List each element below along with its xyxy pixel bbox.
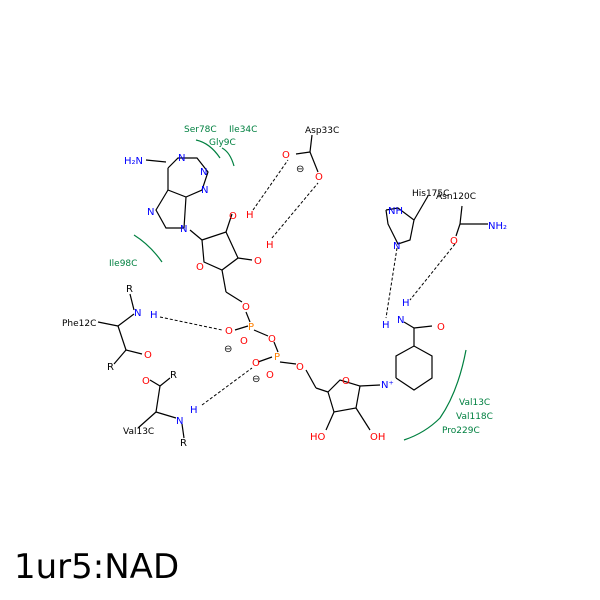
atom-o-pn-left: O (252, 358, 260, 369)
atom-o-asp-2: O (315, 172, 323, 183)
atom-o-ring-nicotinamide: O (342, 376, 350, 387)
atom-h-phe: H (150, 310, 158, 321)
atom-n-his: N (393, 241, 400, 252)
label-val13-right: Val13C (459, 398, 490, 408)
atom-o-pa-down: O (240, 336, 248, 347)
label-val13-left: Val13C (123, 427, 154, 437)
arc-ile34 (221, 147, 235, 167)
atom-h-amide-2: H (382, 320, 390, 331)
atom-charge-pn: ⊖ (252, 374, 260, 385)
atom-ho-3prime-n: HO (310, 432, 326, 443)
atom-h-amide-1: H (402, 298, 410, 309)
atom-n1: N (178, 153, 185, 164)
atom-o-5prime: O (242, 302, 250, 313)
atom-h-val: H (190, 405, 198, 416)
atom-p-a: P (248, 322, 254, 333)
atom-nh2-adenine: H₂N (124, 156, 143, 167)
atom-n7: N (147, 207, 154, 218)
atom-n-ring: N (201, 185, 208, 196)
label-ser78: Ser78C (184, 125, 217, 135)
hbond-val13-phosphate (201, 367, 253, 406)
label-asn120: Asn120C (436, 192, 476, 202)
label-gly9: Gly9C (209, 138, 236, 148)
atom-o-2prime: O (229, 211, 237, 222)
label-asp33: Asp33C (305, 126, 339, 136)
label-his175: His175C (412, 189, 449, 199)
hydrophobic-arcs (133, 139, 467, 441)
residue-labels: Ser78C Ile34C Gly9C Asp33C His175C Asn12… (62, 125, 493, 437)
hydrogen-bonds (159, 159, 456, 406)
atom-o-pn-right: O (296, 362, 304, 373)
atom-p-n: P (274, 352, 280, 363)
atom-o-ring-adenosine: O (196, 262, 204, 273)
arc-val-pro (403, 349, 467, 441)
hbond-his175-amide (385, 247, 398, 319)
atom-oh-2prime-n: OH (370, 432, 385, 443)
atom-o-val: O (142, 376, 150, 387)
atom-o-pn-down: O (266, 370, 274, 381)
atom-nplus-pyridinium: N⁺ (381, 380, 394, 391)
atom-charge-pa: ⊖ (224, 344, 232, 355)
bonds (97, 134, 488, 439)
atom-n-val: N (176, 416, 183, 427)
atom-nh-his: NH (388, 206, 403, 217)
atom-n9: N (180, 224, 187, 235)
atom-o-asn: O (450, 236, 458, 247)
atom-labels: H₂N N N N N N O O H O H O O O ⊖ P O O O … (107, 150, 507, 449)
hbond-o-ribose2-asp33 (271, 182, 319, 239)
label-pro229: Pro229C (442, 426, 480, 436)
label-ile98: Ile98C (109, 259, 137, 269)
atom-r-val-bottom: R (180, 438, 187, 449)
diagram-title: 1ur5:NAD (14, 547, 180, 587)
atom-nh2-asn: NH₂ (488, 221, 507, 232)
atom-n-phe: N (134, 308, 141, 319)
atom-n3: N (200, 167, 207, 178)
atom-o-phe: O (144, 350, 152, 361)
atom-r-phe-top: R (126, 284, 133, 295)
atom-h-3prime: H (266, 240, 274, 251)
atom-o-bridge: O (268, 334, 276, 345)
atom-o-asp-1: O (282, 150, 290, 161)
label-val118: Val118C (456, 412, 493, 422)
atom-o-amide-n: O (437, 322, 445, 333)
arc-ile98 (133, 234, 163, 263)
label-ile34: Ile34C (229, 125, 257, 135)
atom-r-phe-bottom: R (107, 362, 114, 373)
hbond-o-ribose1-asp33 (252, 159, 289, 211)
hbond-asn120-amide (409, 243, 456, 301)
atom-n-amide-n: N (397, 315, 404, 326)
atom-charge-asp: ⊖ (296, 164, 304, 175)
hbond-phe12-phosphate (159, 316, 223, 331)
atom-r-val-top: R (170, 370, 177, 381)
atom-o-pa-left: O (225, 326, 233, 337)
arc-ser78 (195, 139, 221, 159)
atom-o-3prime: O (254, 256, 262, 267)
label-phe12: Phe12C (62, 319, 96, 329)
atom-h-2prime: H (246, 210, 254, 221)
